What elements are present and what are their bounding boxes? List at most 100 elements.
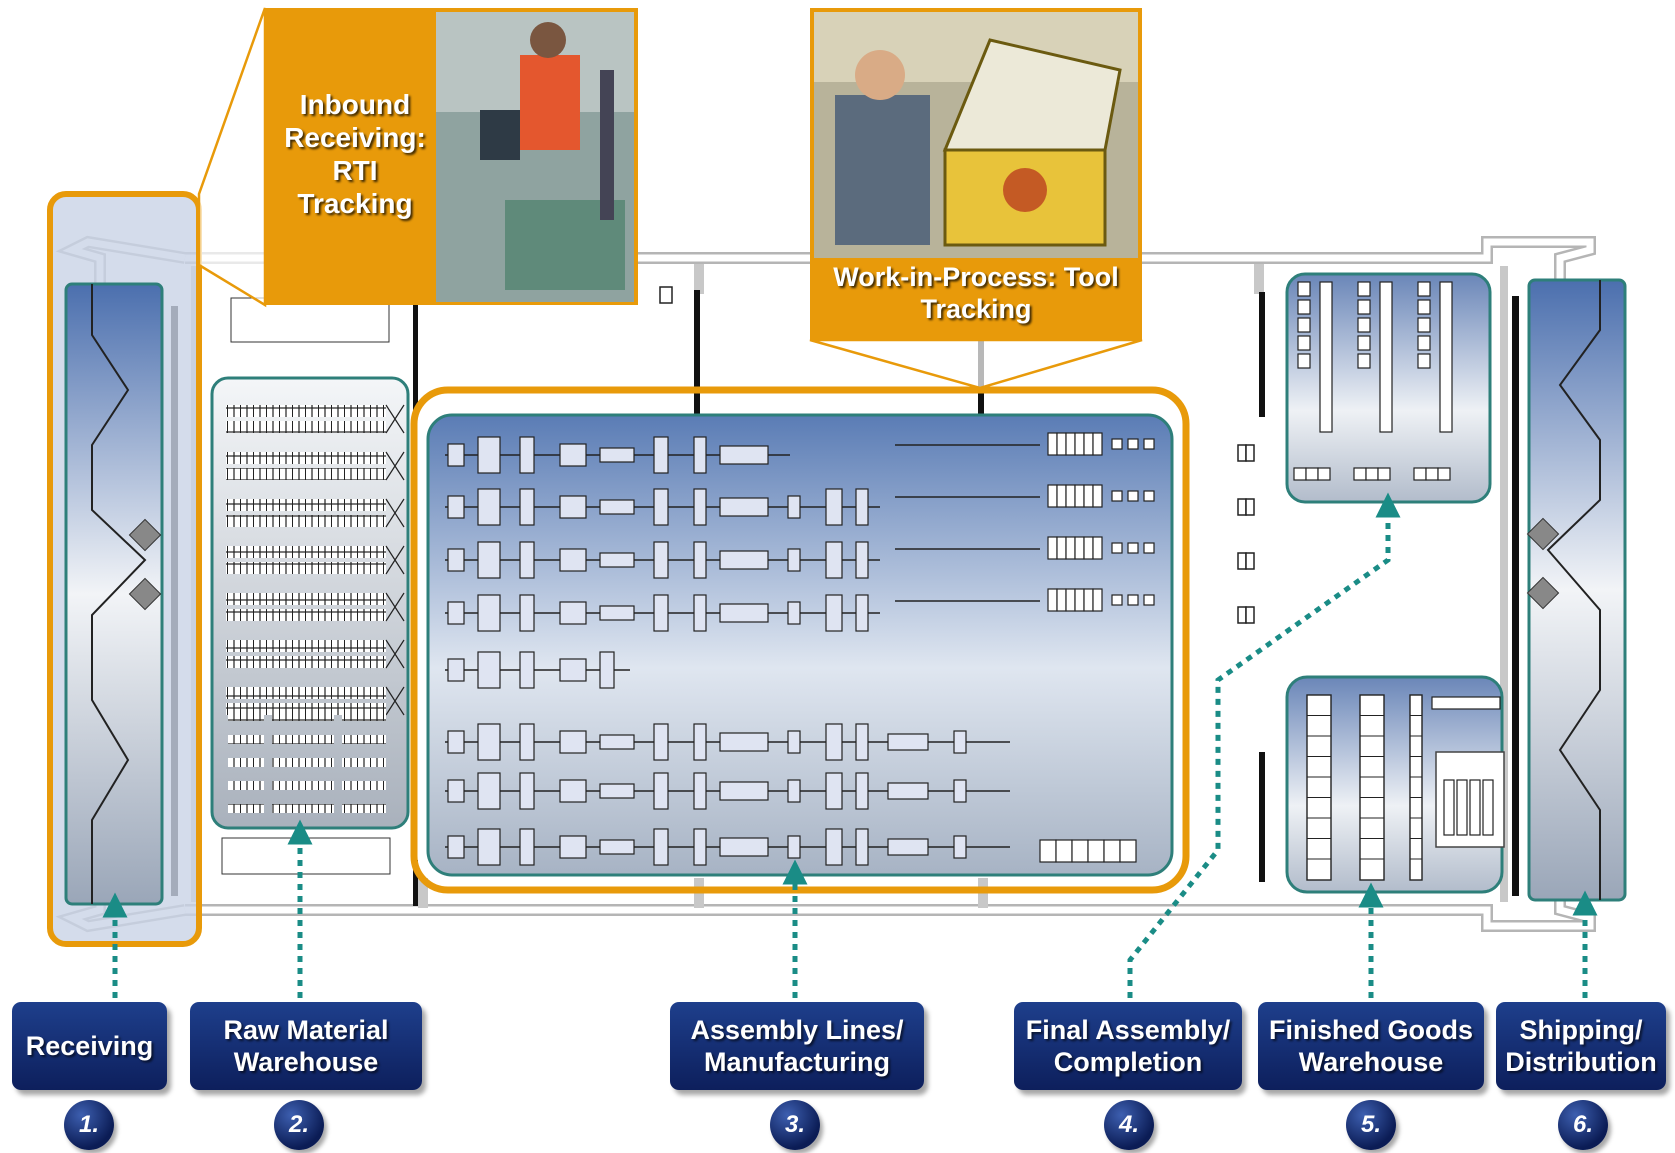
storage-shelf <box>228 712 264 721</box>
workstation <box>653 488 669 526</box>
storage-shelf <box>228 804 264 813</box>
storage-shelf <box>342 781 386 790</box>
rack-slot <box>1417 299 1431 315</box>
workstation <box>855 488 869 526</box>
workstation <box>855 772 869 810</box>
workstation <box>559 835 587 859</box>
rack-slot <box>1417 281 1431 297</box>
tool-bin <box>1127 438 1139 450</box>
rack-slot <box>1297 281 1311 297</box>
tool-bin <box>1065 536 1076 560</box>
tool-bin <box>1074 536 1085 560</box>
workstation <box>693 488 707 526</box>
tool-bin <box>1111 594 1123 606</box>
workstation <box>719 781 769 801</box>
rack-slot <box>1297 317 1311 333</box>
workstation <box>559 658 587 682</box>
workstation <box>599 651 615 689</box>
workstation <box>519 488 535 526</box>
workstation <box>719 445 769 465</box>
storage-shelf <box>342 804 386 813</box>
rack-bracing <box>385 545 405 575</box>
storage-rack <box>226 421 386 433</box>
storage-shelf <box>272 804 334 813</box>
tool-bin <box>1083 432 1094 456</box>
pallet-slot <box>1039 839 1057 863</box>
tool-bin <box>1056 536 1067 560</box>
arrow-final-assembly <box>1127 492 1401 998</box>
storage-rack <box>226 452 386 464</box>
workstation <box>787 730 801 754</box>
rack-bracing <box>385 498 405 528</box>
workstation <box>519 723 535 761</box>
workstation <box>855 828 869 866</box>
stage-label-assembly-lines: Assembly Lines/ Manufacturing <box>670 1002 924 1090</box>
storage-rack <box>226 593 386 605</box>
pallet-rack <box>1359 694 1385 881</box>
vertical-rack <box>1379 281 1393 433</box>
workstation <box>719 603 769 623</box>
workstation <box>887 838 929 856</box>
stage-label-raw-material-warehouse: Raw Material Warehouse <box>190 1002 422 1090</box>
rack-slot <box>1357 353 1371 369</box>
shelf-unit <box>1456 779 1468 836</box>
tool-bin <box>1083 536 1094 560</box>
pallet-slot <box>1119 839 1137 863</box>
zone-pointer-arrows <box>102 492 1598 998</box>
storage-rack <box>226 640 386 652</box>
tool-bin <box>1092 588 1103 612</box>
storage-shelf <box>272 781 334 790</box>
tool-bin <box>1074 484 1085 508</box>
storage-rack <box>226 562 386 574</box>
rack-slot <box>1353 467 1367 481</box>
workstation <box>653 772 669 810</box>
pallet-slot <box>1055 839 1073 863</box>
raw-material-warehouse <box>210 376 410 830</box>
tool-bin <box>1127 542 1139 554</box>
workstation <box>599 605 635 621</box>
storage-shelf <box>228 781 264 790</box>
rack-slot <box>1357 281 1371 297</box>
rack-slot <box>1297 299 1311 315</box>
workstation <box>447 658 465 682</box>
receiving-dock <box>47 191 202 947</box>
workstation <box>693 723 707 761</box>
tool-bin <box>1143 594 1155 606</box>
storage-rack <box>226 687 386 699</box>
tool-bin <box>1065 432 1076 456</box>
storage-rack <box>226 515 386 527</box>
workstation <box>447 443 465 467</box>
workstation <box>477 651 501 689</box>
inbound-receiving-callout-text: Inbound Receiving: RTI Tracking <box>284 89 426 220</box>
stage-number-5: 5. <box>1346 1100 1396 1150</box>
vertical-rack <box>1439 281 1453 433</box>
workstation <box>693 772 707 810</box>
stage-label-final-assembly: Final Assembly/ Completion <box>1014 1002 1242 1090</box>
rack-bracing <box>385 686 405 716</box>
vertical-rack <box>1319 281 1333 433</box>
technician-photo-placeholder <box>814 12 1138 258</box>
workstation <box>719 837 769 857</box>
workstation <box>825 541 843 579</box>
rack-slot <box>1305 467 1319 481</box>
rack-slot <box>1417 335 1431 351</box>
workstation <box>519 541 535 579</box>
workstation <box>447 548 465 572</box>
storage-rack <box>226 546 386 558</box>
workstation <box>693 828 707 866</box>
storage-rack <box>226 499 386 511</box>
storage-shelf <box>342 758 386 767</box>
inbound-receiving-callout <box>197 7 638 308</box>
workstation <box>559 779 587 803</box>
rack-bracing <box>385 639 405 669</box>
workstation <box>519 772 535 810</box>
finished-goods-lower-zone <box>1285 675 1505 894</box>
workstation <box>953 835 967 859</box>
tool-bin <box>1111 490 1123 502</box>
pallet-slot <box>1103 839 1121 863</box>
rack-bracing <box>385 592 405 622</box>
tool-bin <box>1083 588 1094 612</box>
workstation <box>599 783 635 799</box>
tool-bin <box>1143 542 1155 554</box>
rack-slot <box>1417 353 1431 369</box>
